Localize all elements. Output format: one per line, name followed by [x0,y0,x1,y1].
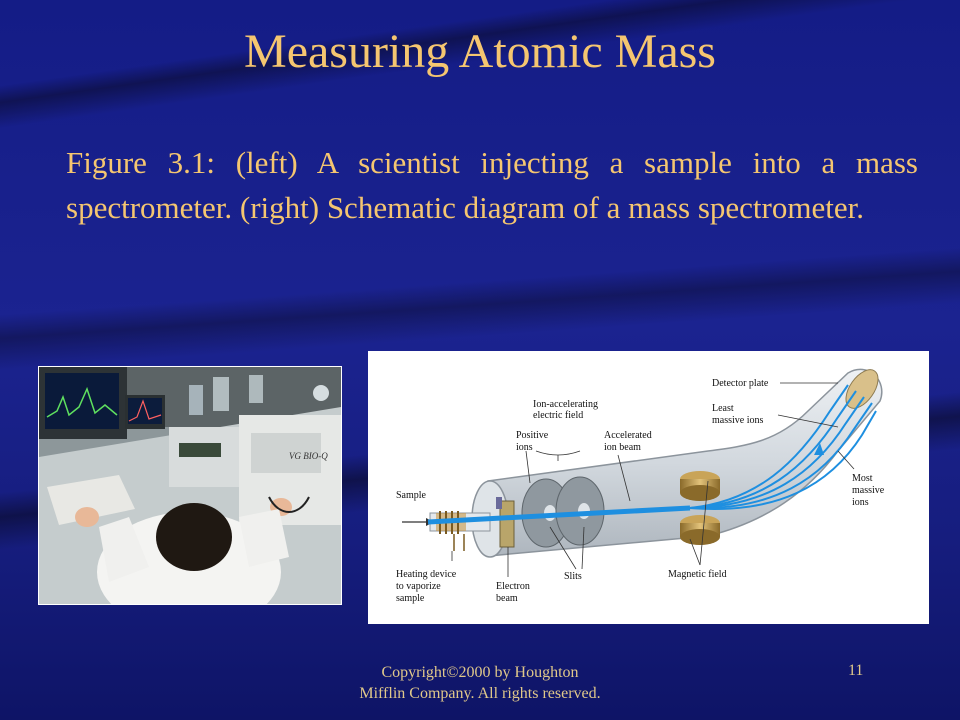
instrument-label: VG BIO-Q [289,451,328,461]
label-most-massive-3: ions [852,497,869,508]
footer-copyright: Copyright©2000 by Houghton Mifflin Compa… [300,662,660,704]
label-most-massive-2: massive [852,485,885,496]
label-positive-2: ions [516,442,533,453]
label-most-massive-1: Most [852,473,873,484]
label-positive-1: Positive [516,430,549,441]
label-accelerated-2: ion beam [604,442,641,453]
label-ion-accelerating-2: electric field [533,410,583,421]
label-electron-2: beam [496,593,518,604]
footer-copyright-line1: Copyright©2000 by Houghton [381,664,579,681]
label-heating-2: to vaporize [396,581,441,592]
mass-spectrometer-svg: Detector plate Ion-accelerating electric… [396,368,885,604]
scientist-photo: VG BIO-Q [38,366,342,605]
slide-title: Measuring Atomic Mass [244,25,716,78]
label-sample: Sample [396,490,427,501]
page-number: 11 [848,662,864,679]
label-least-massive-2: massive ions [712,415,763,426]
label-accelerated-1: Accelerated [604,430,652,441]
footer-copyright-line2: Mifflin Company. All rights reserved. [359,685,601,702]
label-least-massive-1: Least [712,403,734,414]
label-ion-accelerating-1: Ion-accelerating [533,399,598,410]
scientist-photo-drawing: VG BIO-Q [39,367,341,604]
label-detector-plate: Detector plate [712,378,769,389]
label-magnetic-field: Magnetic field [668,569,727,580]
figure-caption: Figure 3.1: (left) A scientist injecting… [66,145,918,225]
heating-coil [436,511,466,551]
label-electron-1: Electron [496,581,530,592]
mass-spectrometer-diagram: Detector plate Ion-accelerating electric… [368,351,929,624]
label-heating-3: sample [396,593,425,604]
label-slits: Slits [564,571,582,582]
label-heating-1: Heating device [396,569,457,580]
